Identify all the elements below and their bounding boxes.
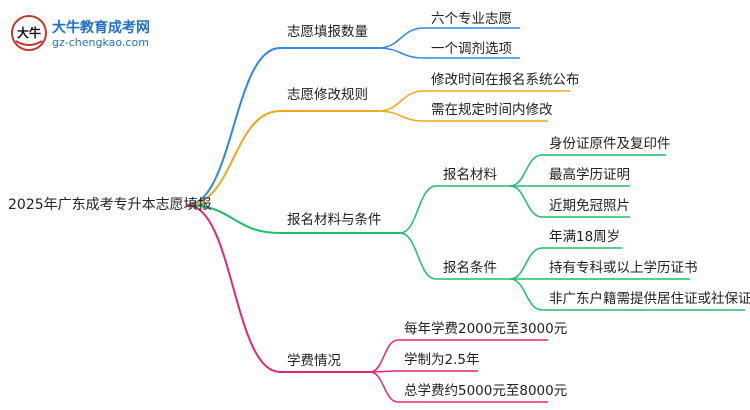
node-materials: 报名材料 bbox=[443, 167, 497, 183]
connector-tuition-total bbox=[369, 371, 399, 403]
branch-quantity: 志愿填报数量 bbox=[287, 24, 368, 40]
connector-root-modify bbox=[186, 110, 281, 206]
site-logo: 大牛 大牛教育成考网 gz-chengkao.com bbox=[10, 14, 180, 54]
logo-url: gz-chengkao.com bbox=[52, 36, 149, 49]
node-modify-time: 修改时间在报名系统公布 bbox=[431, 72, 580, 88]
connector-root-materials bbox=[186, 204, 281, 234]
connector-modify-time bbox=[377, 90, 425, 112]
connector-materials-id bbox=[509, 154, 543, 187]
connector-materials-photo bbox=[509, 185, 543, 218]
connector-quantity-adjust bbox=[377, 47, 425, 59]
connector-quantity-six bbox=[377, 27, 425, 49]
node-duration: 学制为2.5年 bbox=[404, 352, 480, 368]
node-id-card: 身份证原件及复印件 bbox=[549, 136, 671, 152]
node-age: 年满18周岁 bbox=[549, 229, 621, 245]
logo-badge-icon: 大牛 bbox=[11, 15, 47, 51]
connector-conditions-age bbox=[509, 247, 543, 280]
node-conditions: 报名条件 bbox=[443, 260, 497, 276]
connector-to-conditions bbox=[399, 232, 437, 280]
connector-modify-deadline bbox=[377, 110, 425, 122]
mindmap-root: 2025年广东成考专升本志愿填报 bbox=[8, 197, 212, 213]
branch-tuition: 学费情况 bbox=[287, 353, 341, 369]
node-residence: 非广东户籍需提供居住证或社保证明 bbox=[549, 291, 750, 307]
branch-materials-conditions: 报名材料与条件 bbox=[287, 212, 382, 228]
connector-root-tuition bbox=[186, 204, 281, 373]
logo-badge-text: 大牛 bbox=[17, 25, 41, 40]
connector-tuition-annual bbox=[369, 339, 399, 373]
node-one-adjust: 一个调剂选项 bbox=[431, 41, 512, 57]
node-total-fee: 总学费约5000元至8000元 bbox=[404, 383, 568, 399]
logo-title: 大牛教育成考网 bbox=[52, 20, 150, 36]
connector-to-materials bbox=[399, 185, 437, 234]
node-six-majors: 六个专业志愿 bbox=[431, 11, 512, 27]
connector-root-quantity bbox=[186, 47, 281, 206]
node-diploma: 持有专科或以上学历证书 bbox=[549, 260, 698, 276]
connector-conditions-residence bbox=[509, 278, 543, 311]
node-highest-degree: 最高学历证明 bbox=[549, 167, 630, 183]
branch-modify-rules: 志愿修改规则 bbox=[287, 87, 368, 103]
node-photo: 近期免冠照片 bbox=[549, 198, 630, 214]
node-modify-deadline: 需在规定时间内修改 bbox=[431, 102, 553, 118]
node-annual-fee: 每年学费2000元至3000元 bbox=[404, 321, 568, 337]
